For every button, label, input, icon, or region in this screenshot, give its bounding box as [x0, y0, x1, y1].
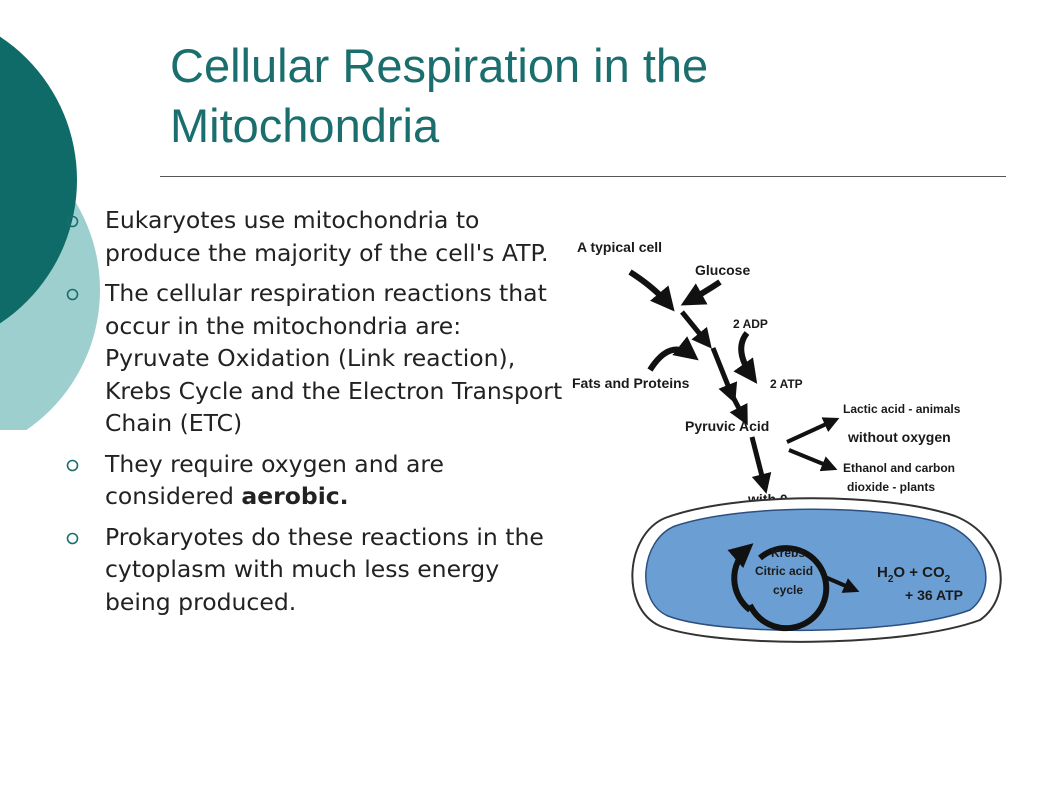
arrow-to-with-o2 — [749, 436, 772, 494]
bullet-list: Eukaryotes use mitochondria to produce t… — [66, 204, 571, 626]
arrow-cell-to-glucose — [628, 269, 675, 312]
bullet-text: They require oxygen and are considered — [105, 449, 444, 511]
respiration-diagram: A typical cell Glucose 2 ADP Fats and Pr… — [572, 239, 1002, 643]
bullet-bold-text: aerobic. — [241, 482, 349, 510]
krebs-label-3: cycle — [773, 583, 803, 597]
arrow-fats-curve — [647, 336, 699, 372]
arrow-to-ethanol — [788, 448, 838, 472]
ethanol-label-1: Ethanol and carbon — [843, 461, 955, 475]
circle-bullet-icon — [66, 532, 79, 544]
circle-bullet-icon — [66, 215, 79, 228]
bullet-item: They require oxygen and are considered a… — [66, 448, 571, 513]
arrow-to-lactic — [786, 417, 840, 444]
lactic-acid-label: Lactic acid - animals — [843, 402, 961, 416]
mitochondrion — [631, 497, 1002, 643]
pyruvic-acid-label: Pyruvic Acid — [685, 418, 769, 434]
without-oxygen-label: without oxygen — [847, 429, 951, 445]
atp-36-label: + 36 ATP — [905, 587, 963, 603]
bullet-text: Eukaryotes use mitochondria to produce t… — [105, 206, 549, 267]
slide-title: Cellular Respiration in the Mitochondria — [170, 39, 709, 152]
fats-proteins-label: Fats and Proteins — [572, 375, 690, 391]
circle-bullet-icon — [66, 459, 79, 471]
krebs-cycle: Krebs Citric acid cycle — [727, 543, 860, 632]
bullet-text: The cellular respiration reactions that … — [105, 279, 563, 437]
arrow-adp-curve — [733, 331, 758, 384]
title-divider — [160, 176, 1006, 177]
bullet-item: The cellular respiration reactions that … — [66, 277, 571, 440]
circle-bullet-icon — [66, 288, 79, 301]
arrow-to-pyruvic — [729, 393, 748, 426]
atp-2-label: 2 ATP — [770, 377, 803, 391]
decorative-circles — [0, 0, 130, 430]
krebs-label-1: Krebs — [771, 546, 805, 560]
bullet-item: Prokaryotes do these reactions in the cy… — [66, 521, 571, 619]
krebs-label-2: Citric acid — [755, 564, 813, 578]
ethanol-label-2: dioxide - plants — [847, 480, 935, 494]
arrow-glucose-down — [680, 310, 712, 349]
typical-cell-label: A typical cell — [577, 239, 662, 255]
arrow-to-2atp — [710, 347, 738, 404]
bullet-item: Eukaryotes use mitochondria to produce t… — [66, 204, 571, 269]
dark-circle — [0, 36, 77, 324]
adp-label: 2 ADP — [733, 317, 768, 331]
bullet-text: Prokaryotes do these reactions in the cy… — [105, 522, 544, 616]
h2o-co2-label: H2O + CO2 — [877, 564, 951, 585]
arrow-glucose-curve — [680, 279, 722, 306]
glucose-label: Glucose — [695, 262, 750, 278]
